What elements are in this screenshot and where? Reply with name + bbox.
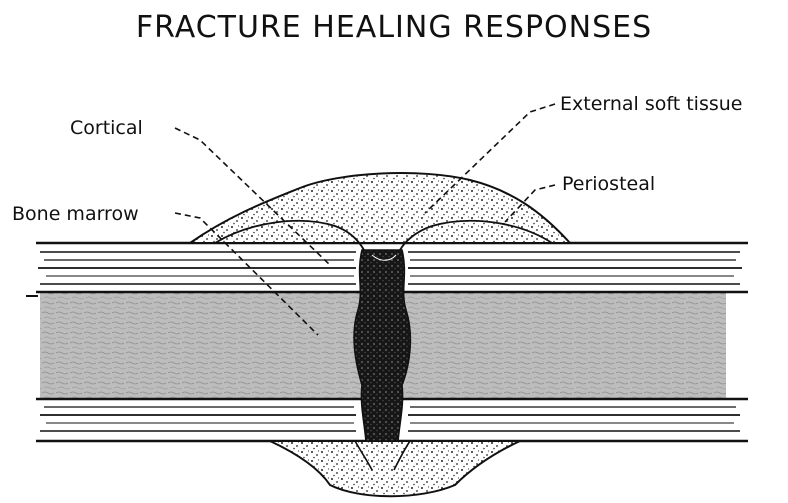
label-cortical: Cortical	[70, 117, 143, 139]
fracture-hematoma	[354, 250, 410, 441]
label-periosteal: Periosteal	[562, 173, 655, 195]
upper-callus	[190, 173, 570, 243]
label-bone-marrow: Bone marrow	[12, 203, 139, 225]
label-external-soft-tissue: External soft tissue	[560, 93, 743, 115]
